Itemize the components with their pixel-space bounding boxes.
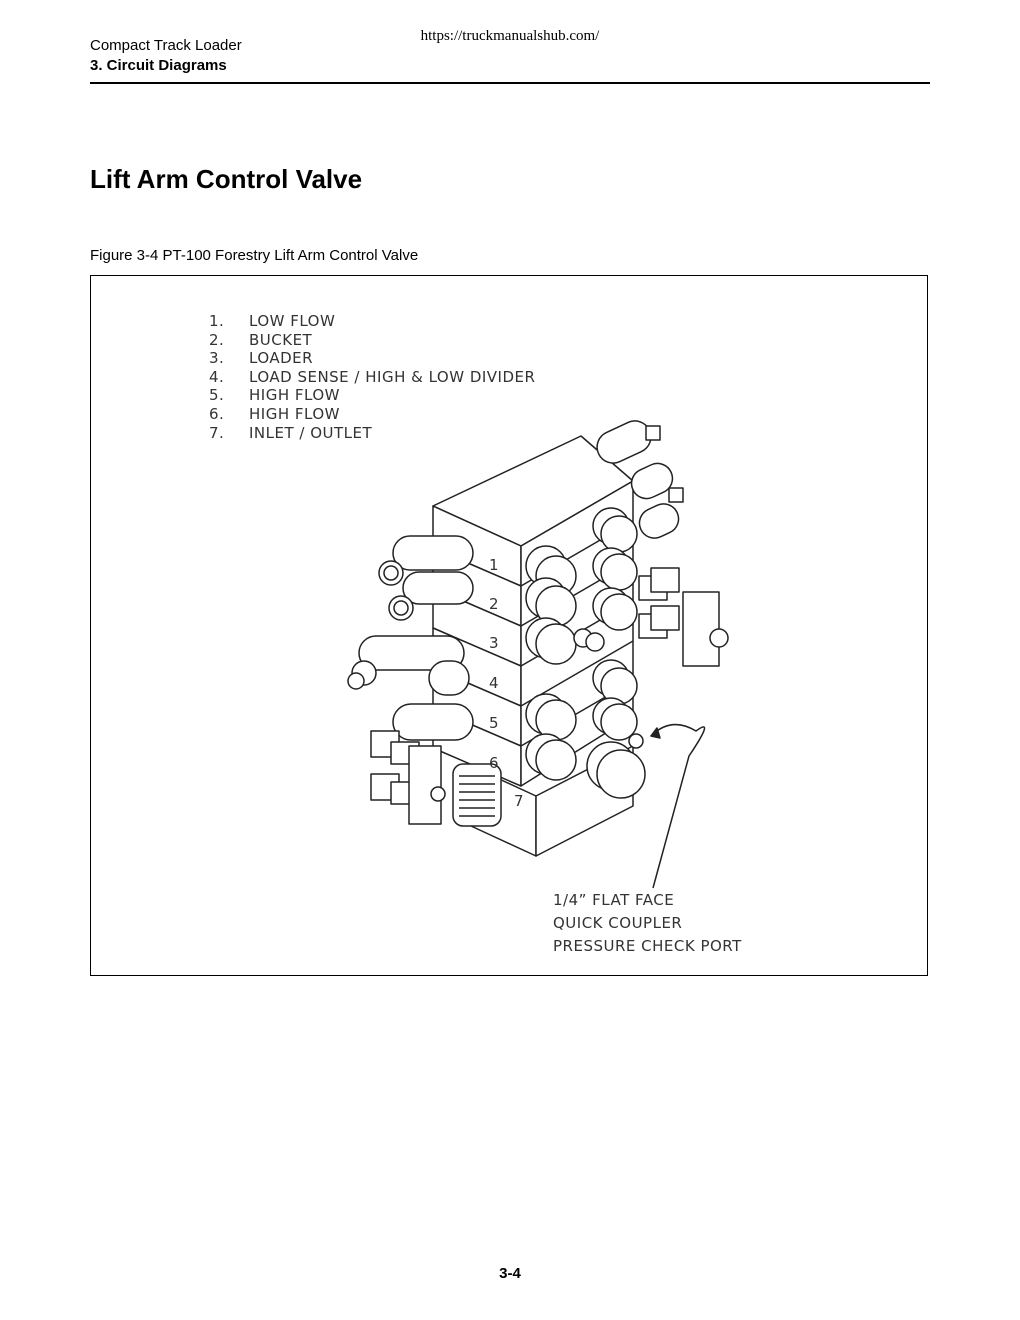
figure-caption: Figure 3-4 PT-100 Forestry Lift Arm Cont… xyxy=(90,247,419,264)
legend-item: 6.HIGH FLOW xyxy=(209,404,340,423)
front-hex-plugs xyxy=(525,507,646,799)
document-title: Compact Track Loader xyxy=(90,37,242,54)
callout-leader xyxy=(650,723,706,889)
legend-item: 5.HIGH FLOW xyxy=(209,386,340,405)
rear-cartridges xyxy=(596,420,684,539)
right-fittings xyxy=(638,567,729,667)
legend-item: 1.LOW FLOW xyxy=(209,312,336,330)
section-number: 3 xyxy=(489,634,499,652)
callout-line: PRESSURE CHECK PORT xyxy=(553,937,742,955)
valve-drawing: 1 2 3 4 5 6 7 xyxy=(347,420,729,889)
section-number: 7 xyxy=(514,792,524,810)
legend-item: 3.LOADER xyxy=(209,349,314,368)
section-number: 2 xyxy=(489,595,499,613)
section-number: 6 xyxy=(489,754,499,772)
running-header: Compact Track Loader 3. Circuit Diagrams xyxy=(90,36,242,76)
legend-item: 2.BUCKET xyxy=(209,330,313,349)
inlet-fitting xyxy=(452,763,502,827)
section-numbers: 1 2 3 4 5 6 7 xyxy=(489,556,524,810)
legend-item: 7.INLET / OUTLET xyxy=(209,423,373,442)
page-title: Lift Arm Control Valve xyxy=(90,164,363,194)
watermark-url: https://truckmanualshub.com/ xyxy=(420,28,600,44)
figure-frame: 1 2 3 4 5 6 7 1.LOW FLOW 2.BUCKET 3.LOAD… xyxy=(90,275,928,976)
section-number: 5 xyxy=(489,714,499,732)
left-cartridges xyxy=(347,535,474,825)
section-number: 1 xyxy=(489,556,499,574)
section-title: 3. Circuit Diagrams xyxy=(90,57,227,74)
callout-line: 1/4” FLAT FACE xyxy=(553,891,675,909)
legend-item: 4.LOAD SENSE / HIGH & LOW DIVIDER xyxy=(209,367,536,386)
parts-legend: 1.LOW FLOW 2.BUCKET 3.LOADER 4.LOAD SENS… xyxy=(209,312,535,442)
section-number: 4 xyxy=(489,674,499,692)
callout-line: QUICK COUPLER xyxy=(553,914,683,932)
page-number: 3-4 xyxy=(499,1265,521,1282)
pressure-port-callout: 1/4” FLAT FACE QUICK COUPLER PRESSURE CH… xyxy=(553,889,742,958)
header-rule xyxy=(90,82,930,84)
